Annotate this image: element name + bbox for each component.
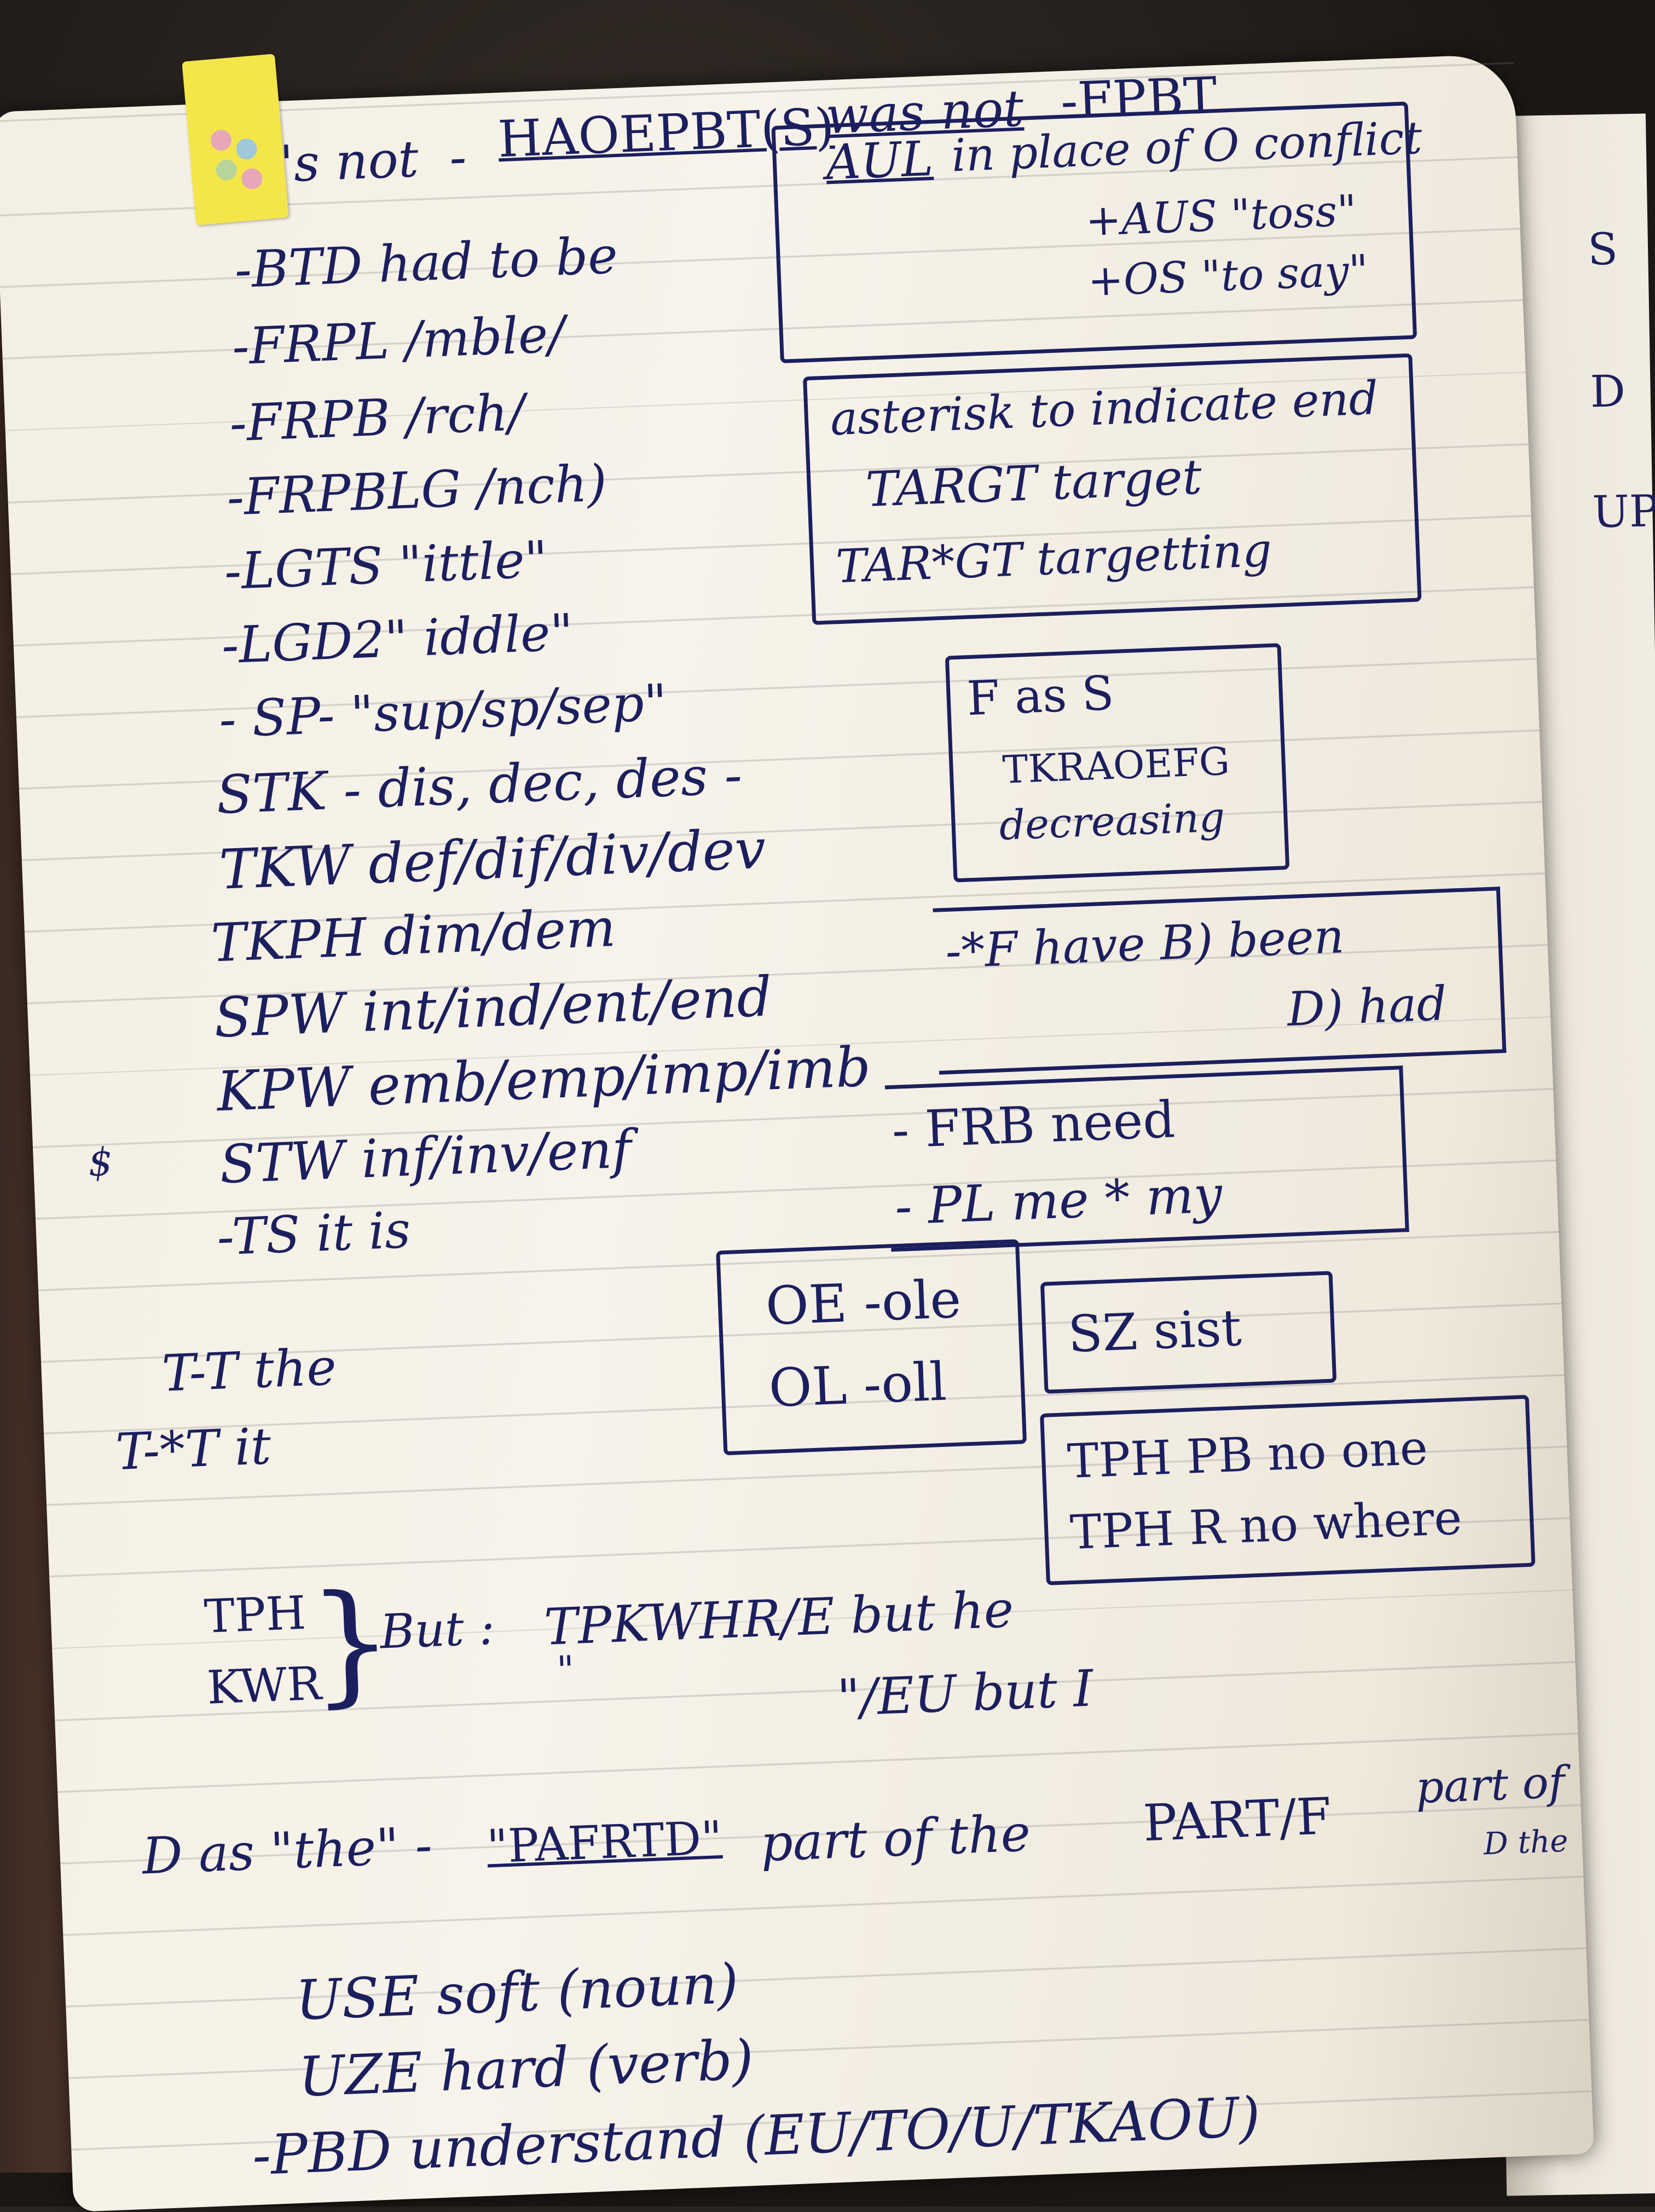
tab-dot	[215, 159, 238, 182]
next-page-fragment: S	[1587, 223, 1618, 275]
ditto-mark: "	[555, 1647, 576, 1693]
notebook-page: 's not - HAOEPBT(S) was not -FPBT -BTD h…	[0, 54, 1594, 2212]
note-line: -LGD2" iddle"	[221, 603, 575, 675]
box-sz-line1: SZ sist	[1067, 1298, 1243, 1364]
t-line: T-T the	[160, 1337, 338, 1403]
box-f-line3: decreasing	[998, 794, 1226, 850]
box-frb-line1: - FRB need	[890, 1090, 1176, 1160]
box-star-f-line2: D) had	[1286, 976, 1448, 1038]
box-oe: OE -ole OL -oll	[716, 1239, 1027, 1456]
box-aul: AUL in place of O conflict +AUS "toss" +…	[771, 101, 1423, 363]
kwr-label: KWR	[206, 1656, 323, 1715]
t-line: T-*T it	[114, 1417, 272, 1481]
use-line: USE soft (noun)	[294, 1952, 740, 2033]
but-label: But :	[379, 1600, 496, 1660]
box-aul-line2: +AUS "toss"	[1084, 186, 1358, 246]
box-asterisk-line2: TARGT target	[864, 448, 1203, 518]
box-asterisk: asterisk to indicate end TARGT target TA…	[802, 353, 1422, 625]
box-star-f-line1: -*F have B) been	[944, 909, 1345, 980]
box-star-f: -*F have B) been D) had	[933, 887, 1507, 1075]
header-dash: -	[448, 128, 468, 187]
box-oe-line1: OE -ole	[764, 1268, 963, 1337]
box-aul-text: in place of O conflict	[950, 112, 1423, 182]
box-aul-title: AUL	[825, 130, 934, 191]
box-tph-line2: TPH R no where	[1069, 1490, 1463, 1561]
box-f-as-s: F as S TKRAOEFG decreasing	[945, 643, 1290, 883]
margin-mark: $	[87, 1139, 114, 1185]
d-note: D the	[1483, 1823, 1569, 1862]
pafrtd-stroke: "PAFRTD"	[485, 1810, 724, 1874]
part-of-the: part of the	[759, 1804, 1032, 1873]
tph-label: TPH	[203, 1585, 307, 1643]
box-sz: SZ sist	[1040, 1271, 1337, 1394]
box-asterisk-line1: asterisk to indicate end	[829, 371, 1380, 446]
note-line: -TS it is	[216, 1201, 412, 1267]
part-f-stroke: PART/F	[1142, 1787, 1333, 1853]
box-f-line1: F as S	[965, 665, 1115, 727]
tab-dot	[240, 167, 263, 190]
note-line: -BTD had to be	[233, 226, 619, 300]
box-oe-line2: OL -oll	[767, 1351, 948, 1420]
but-i-line: "/EU but I	[836, 1659, 1095, 1728]
note-line: TKPH dim/dem	[210, 897, 617, 974]
next-page-fragment: D	[1589, 366, 1626, 418]
tab-dot	[235, 137, 258, 160]
d-as-the: D as "the" -	[141, 1816, 433, 1886]
note-line: -FRPL /mble/	[231, 305, 566, 377]
box-aul-line3: +OS "to say"	[1086, 246, 1370, 306]
note-line: -FRPB /rch/	[228, 383, 526, 453]
box-asterisk-line3: TAR*GT targetting	[835, 523, 1273, 594]
sticky-tab	[182, 54, 289, 225]
tab-dot	[210, 129, 233, 152]
box-tph-line1: TPH PB no one	[1066, 1420, 1429, 1490]
next-page-fragment: UP	[1592, 485, 1655, 538]
box-frb-line2: - PL me * my	[894, 1165, 1223, 1236]
note-line: -LGTS "ittle"	[223, 530, 549, 601]
box-frb: - FRB need - PL me * my	[884, 1066, 1409, 1252]
note-line: STW inf/inv/enf	[218, 1118, 633, 1196]
note-line: -FRPBLG /nch)	[225, 454, 608, 527]
box-tph: TPH PB no one TPH R no where	[1040, 1394, 1536, 1585]
part-of: part of	[1414, 1756, 1566, 1814]
use-line: UZE hard (verb)	[297, 2028, 755, 2109]
box-f-line2: TKRAOEFG	[1002, 738, 1231, 792]
header-s-not: 's not	[279, 130, 420, 194]
